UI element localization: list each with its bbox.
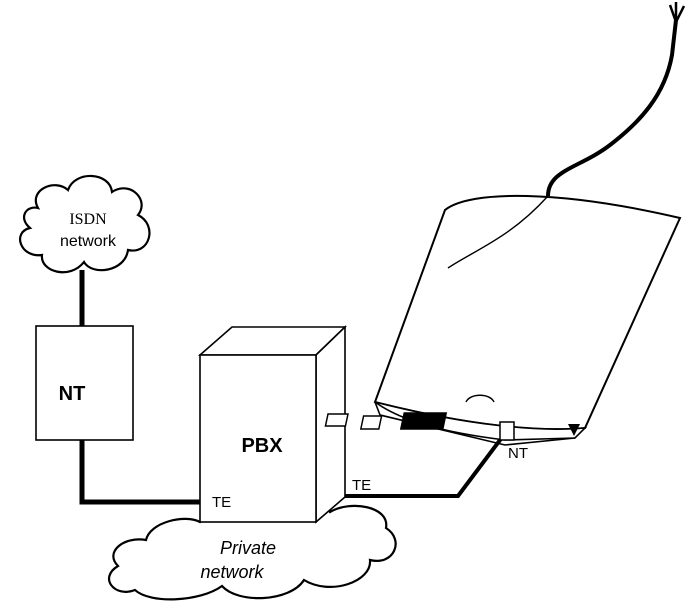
nt-box: NT (35, 325, 134, 441)
private-cloud-label-line2: network (200, 562, 264, 582)
pbx-box: PBX TE (197, 325, 347, 524)
device-body-curve (447, 195, 549, 269)
device-port-1 (324, 413, 349, 427)
antenna-tip-icon (668, 2, 686, 23)
nt-box-shape (35, 325, 134, 441)
isdn-cloud-label-line1: ISDN (69, 211, 107, 228)
device-bottom-edge (374, 401, 576, 446)
pbx-port-right-label: TE (352, 477, 371, 494)
pbx-front-face (199, 354, 317, 523)
device-port-3 (399, 412, 448, 430)
private-cloud-label-line1: Private (220, 538, 276, 558)
pbx-port-left-label: TE (212, 494, 231, 511)
isdn-cloud-shape (19, 174, 151, 274)
isdn-device: NT (324, 2, 686, 462)
device-nt-port (499, 421, 515, 441)
device-foot (568, 424, 580, 436)
device-status-icon (465, 394, 495, 403)
nt-box-label: NT (59, 383, 86, 405)
isdn-network-cloud: ISDN network (19, 174, 151, 274)
device-body (373, 194, 682, 431)
isdn-cloud-label-line2: network (60, 233, 117, 250)
antenna-cable (546, 19, 678, 197)
pbx-label: PBX (241, 435, 283, 457)
device-port-2 (359, 415, 383, 430)
nt-to-pbx-line (79, 440, 205, 505)
private-network-cloud: Private network (107, 500, 397, 601)
device-nt-port-label: NT (508, 445, 528, 462)
